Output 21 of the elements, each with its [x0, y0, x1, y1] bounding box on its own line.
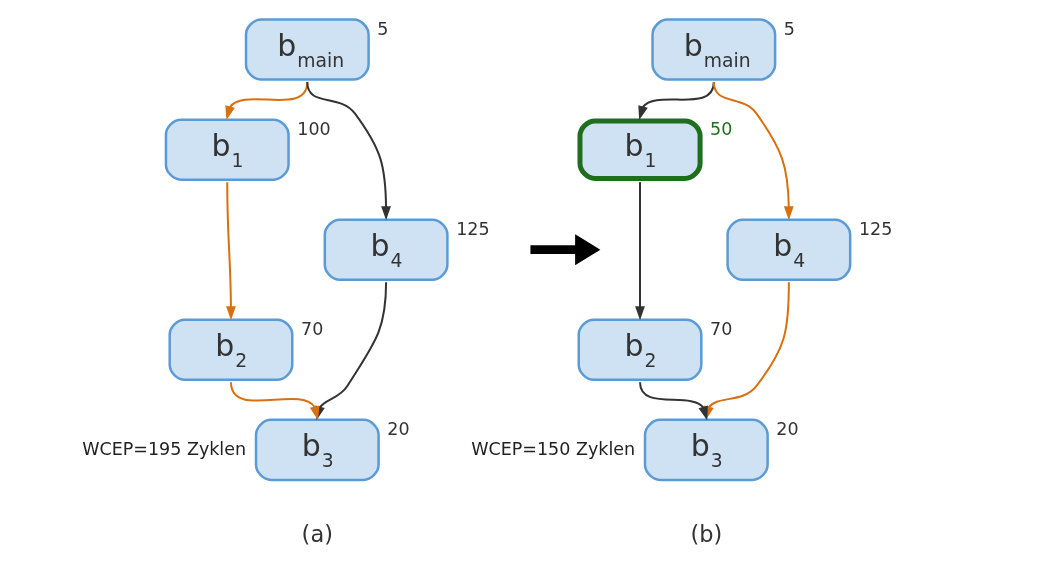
arrow — [712, 81, 794, 221]
label: (b) — [690, 520, 723, 547]
node-label: WCEP=150 Zyklen — [471, 438, 636, 459]
node-label: 20 — [387, 419, 410, 440]
arrow — [226, 181, 236, 321]
node-label: 70 — [301, 319, 324, 340]
arrow — [638, 81, 715, 121]
node-label: 125 — [858, 218, 893, 239]
node-label: 125 — [456, 218, 490, 239]
node-label: 20 — [776, 419, 799, 440]
arrow — [306, 81, 391, 221]
node-label: 100 — [297, 118, 331, 139]
arrow — [230, 381, 320, 421]
node-label: 70 — [710, 319, 733, 340]
arrow — [635, 181, 645, 321]
arrow — [639, 381, 708, 421]
node-label: 50 — [710, 118, 733, 139]
node-label: 5 — [377, 18, 389, 39]
node-label: 5 — [783, 18, 796, 39]
node-label: WCEP=195 Zyklen — [82, 438, 247, 459]
label: (a) — [301, 520, 333, 547]
